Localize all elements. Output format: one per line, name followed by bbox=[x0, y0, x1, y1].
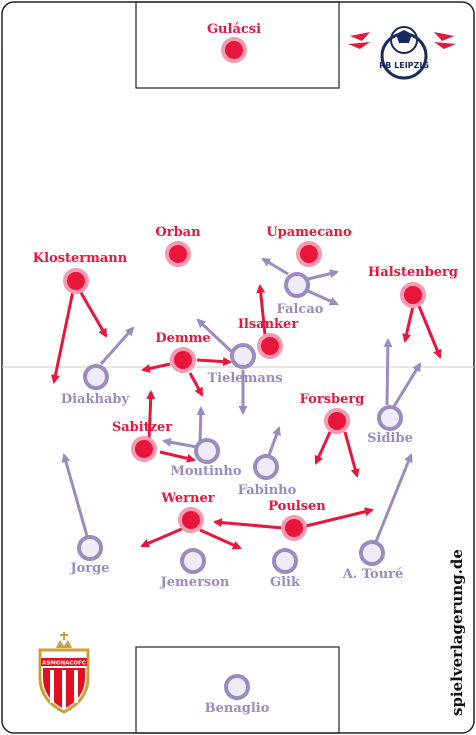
player-fabinho: Fabinho bbox=[238, 454, 297, 498]
player-label: Halstenberg bbox=[368, 265, 458, 280]
player-label: Benaglio bbox=[205, 701, 270, 716]
player-label: Tielemans bbox=[207, 371, 282, 386]
leipzig-players: Gulácsi Orban Upamecano Klostermann Hals… bbox=[33, 22, 458, 541]
player-demme: Demme bbox=[155, 331, 211, 373]
player-label: A. Touré bbox=[342, 567, 404, 582]
player-label: Klostermann bbox=[33, 251, 128, 266]
player-glik: Glik bbox=[270, 548, 301, 590]
player-label: Glik bbox=[270, 575, 301, 590]
player-forsberg: Forsberg bbox=[300, 392, 365, 434]
player-label: Demme bbox=[155, 331, 210, 346]
player-label: Diakhaby bbox=[61, 392, 130, 407]
player-werner: Werner bbox=[160, 491, 215, 533]
player-label: Sidibe bbox=[367, 431, 413, 446]
monaco-logo: ASMONACOFC bbox=[38, 632, 90, 714]
player-gulacsi: Gulácsi bbox=[207, 22, 261, 63]
monaco-arrows bbox=[61, 257, 422, 545]
player-sabitzer: Sabitzer bbox=[112, 420, 172, 462]
player-upamecano: Upamecano bbox=[266, 225, 352, 267]
leipzig-arrows bbox=[51, 284, 442, 550]
leipzig-logo-text: RB LEIPZIG bbox=[379, 61, 429, 70]
player-orban: Orban bbox=[155, 225, 201, 267]
player-moutinho: Moutinho bbox=[170, 438, 242, 479]
player-jorge: Jorge bbox=[69, 535, 110, 576]
player-poulsen: Poulsen bbox=[268, 499, 326, 541]
player-label: Ilsanker bbox=[238, 317, 298, 332]
monaco-logo-text: ASMONACOFC bbox=[42, 661, 86, 667]
player-label: Fabinho bbox=[238, 483, 297, 498]
leipzig-logo: RB LEIPZIG bbox=[348, 26, 456, 80]
player-diakhaby: Diakhaby bbox=[61, 364, 130, 407]
player-halstenberg: Halstenberg bbox=[368, 265, 458, 308]
player-label: Sabitzer bbox=[112, 420, 172, 435]
player-label: Falcao bbox=[277, 302, 324, 317]
player-label: Orban bbox=[155, 225, 201, 240]
bottom-penalty-box bbox=[135, 646, 340, 734]
player-label: Forsberg bbox=[300, 392, 365, 407]
monaco-players: Falcao Tielemans Diakhaby Sidibe Moutinh… bbox=[61, 272, 413, 716]
player-label: Jemerson bbox=[160, 575, 230, 590]
player-falcao: Falcao bbox=[277, 272, 324, 317]
player-label: Jorge bbox=[69, 561, 109, 576]
player-label: Werner bbox=[160, 491, 214, 506]
player-klostermann: Klostermann bbox=[33, 251, 128, 294]
player-tielemans: Tielemans bbox=[207, 343, 283, 386]
top-penalty-box bbox=[135, 1, 340, 89]
player-ilsanker: Ilsanker bbox=[238, 317, 298, 359]
player-label: Moutinho bbox=[170, 464, 241, 479]
player-label: Gulácsi bbox=[207, 22, 261, 37]
player-sidibe: Sidibe bbox=[367, 405, 413, 446]
player-jemerson: Jemerson bbox=[160, 548, 230, 590]
player-label: Poulsen bbox=[268, 499, 326, 514]
player-label: Upamecano bbox=[266, 225, 352, 240]
player-a-toure: A. Touré bbox=[342, 540, 404, 582]
player-benaglio: Benaglio bbox=[205, 674, 270, 716]
watermark: spielverlagerung.de bbox=[448, 549, 466, 716]
